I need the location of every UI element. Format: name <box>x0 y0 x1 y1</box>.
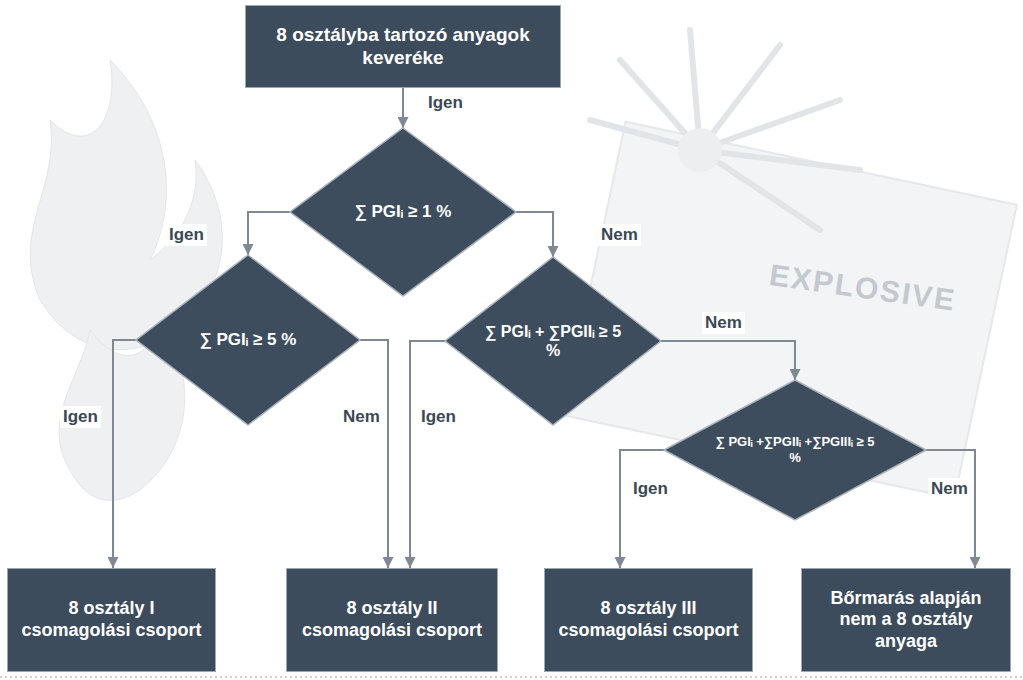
branch-label: Igen <box>630 478 671 500</box>
branch-label: Igen <box>418 406 459 428</box>
node-text-block: 8 osztály III csomagolási csoport <box>556 598 741 641</box>
condition-label: ∑ PGIᵢ + ∑PGIIᵢ ≥ 5 % <box>484 322 622 360</box>
condition-label: ∑ PGIᵢ ≥ 1 % <box>355 202 452 222</box>
decision-diamond: ∑ PGIᵢ ≥ 1 % <box>290 128 516 296</box>
box-label: 8 osztály II csomagolási csoport <box>298 598 486 641</box>
flow-arrow <box>360 340 388 568</box>
flow-arrow <box>402 88 404 128</box>
decision-diamond: ∑ PGIᵢ + ∑PGIIᵢ ≥ 5 % <box>445 257 661 425</box>
burst-center <box>678 128 722 172</box>
process-box: 8 osztály II csomagolási csoport <box>286 568 498 672</box>
flow-arrow <box>410 341 445 568</box>
node-text-block: ∑ PGIᵢ ≥ 1 % <box>355 202 452 222</box>
diamond-shape <box>290 128 516 296</box>
flow-arrow <box>926 450 975 568</box>
node-text-block: Bőrmarás alapján nem a 8 osztály anyaga <box>813 588 999 653</box>
footer-rule <box>0 677 1023 678</box>
flow-arrow <box>620 450 664 568</box>
branch-label: Igen <box>166 224 207 246</box>
flow-arrow <box>248 212 290 255</box>
process-box: 8 osztály III csomagolási csoport <box>544 568 753 672</box>
process-box: Bőrmarás alapján nem a 8 osztály anyaga <box>801 568 1011 672</box>
connectors <box>113 88 975 568</box>
node-text-block: 8 osztály I csomagolási csoport <box>19 598 204 641</box>
ray <box>700 100 840 150</box>
flow-arrow <box>113 340 136 568</box>
branch-label: Nem <box>702 312 745 334</box>
flame-watermark <box>30 60 222 500</box>
diamond-shape <box>445 257 661 425</box>
branch-label: Igen <box>60 406 101 428</box>
starburst <box>590 30 860 230</box>
process-box: 8 osztályba tartozó anyagok keveréke <box>245 5 561 88</box>
watermark-text: EXPLOSIVE <box>767 258 958 318</box>
flow-arrow <box>516 212 553 257</box>
process-box: 8 osztály I csomagolási csoport <box>7 568 216 672</box>
branch-label: Nem <box>340 406 383 428</box>
branch-label: Nem <box>928 478 971 500</box>
diamond-shape <box>136 255 360 425</box>
box-label: 8 osztály III csomagolási csoport <box>556 598 741 641</box>
node-text-block: 8 osztályba tartozó anyagok keveréke <box>258 24 548 70</box>
flow-arrow <box>661 341 795 380</box>
node-text-block: 8 osztály II csomagolási csoport <box>298 598 486 641</box>
decision-diamond: ∑ PGIᵢ +∑PGIIᵢ +∑PGIIIᵢ ≥ 5 % <box>664 380 926 520</box>
diamond-shape <box>664 380 926 520</box>
condition-label: ∑ PGIᵢ ≥ 5 % <box>200 330 297 350</box>
box-label: Bőrmarás alapján nem a 8 osztály anyaga <box>813 588 999 653</box>
box-label: 8 osztályba tartozó anyagok keveréke <box>258 24 548 70</box>
branch-label: Igen <box>425 92 466 114</box>
box-label: 8 osztály I csomagolási csoport <box>19 598 204 641</box>
label-sheet <box>563 122 1017 499</box>
diamond-outline <box>445 257 661 425</box>
branch-label: Nem <box>598 224 641 246</box>
decision-diamond: ∑ PGIᵢ ≥ 5 % <box>136 255 360 425</box>
node-text-block: ∑ PGIᵢ ≥ 5 % <box>200 330 297 350</box>
node-text-block: ∑ PGIᵢ +∑PGIIᵢ +∑PGIIIᵢ ≥ 5 % <box>714 434 876 465</box>
node-text-block: ∑ PGIᵢ + ∑PGIIᵢ ≥ 5 % <box>484 322 622 360</box>
condition-label: ∑ PGIᵢ +∑PGIIᵢ +∑PGIIIᵢ ≥ 5 % <box>714 434 876 465</box>
